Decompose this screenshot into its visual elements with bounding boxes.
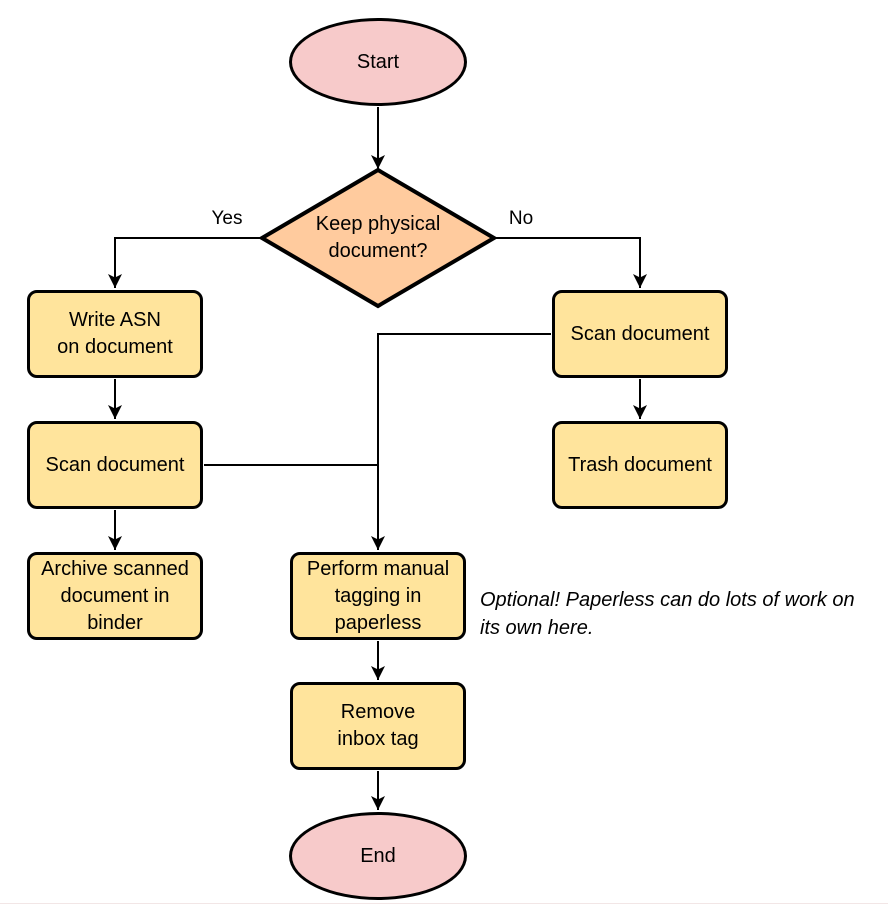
process-trash-document: Trash document <box>552 421 728 509</box>
bottom-rule <box>0 903 888 904</box>
decision-keep-physical-document: Keep physical document? <box>315 213 441 262</box>
edge-label-no: No <box>508 208 534 229</box>
process-scan-document-right: Scan document <box>552 290 728 378</box>
process-remove-inbox-tag: Remove inbox tag <box>290 682 466 770</box>
process-write-asn: Write ASN on document <box>27 290 203 378</box>
edge-decision-no-to-scan-right <box>494 237 647 288</box>
end-node: End <box>289 812 467 900</box>
process-perform-manual-tagging: Perform manual tagging in paperless <box>290 552 466 640</box>
decision-diamond-shape <box>258 167 498 309</box>
process-archive-scanned-document: Archive scanned document in binder <box>27 552 203 640</box>
edge-decision-yes-to-write-asn <box>108 237 262 288</box>
optional-note-text: Optional! Paperless can do lots of work … <box>480 589 855 639</box>
edge-scan-right-to-perform-tagging <box>371 333 551 550</box>
edge-label-yes: Yes <box>211 208 243 229</box>
start-node: Start <box>289 18 467 106</box>
process-scan-document-left: Scan document <box>27 421 203 509</box>
